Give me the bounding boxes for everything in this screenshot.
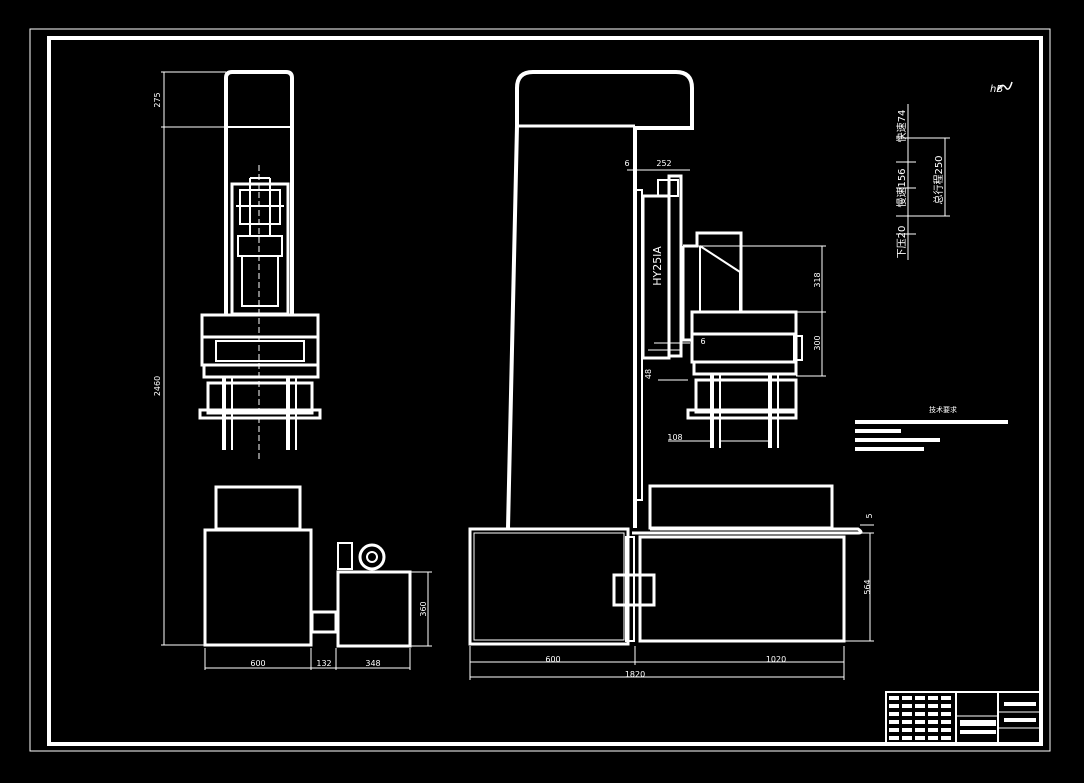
title-block-cell [889,704,899,708]
title-block-cell [915,704,925,708]
dim-side-top: 275 [153,92,162,107]
control-box [612,573,656,607]
title-block-fills [960,702,1036,734]
title-block-cells [889,696,951,740]
title-block [885,691,1042,745]
dim-side-gap: 132 [316,659,331,668]
title-block-cell [889,712,899,716]
dim-564: 564 [863,579,872,594]
dim-252: 252 [656,159,671,168]
title-block-cell [928,696,938,700]
title-block-cell [902,720,912,724]
title-block-cell [915,728,925,732]
side-base [203,528,313,647]
dim-1820: 1820 [625,670,645,679]
title-block-cell [889,736,899,740]
base-top-right [648,484,834,530]
title-block-cell [915,720,925,724]
model-label: HY25lA [651,246,664,286]
stroke-label-fast: 快速74 [896,110,908,143]
stroke-label-press: 下压20 [896,226,908,259]
title-block-cell [902,728,912,732]
stroke-label-slow: 慢速156 [896,168,908,207]
oil-tank [336,570,412,648]
dim-side-tank-w: 348 [365,659,380,668]
signature-stroke [997,81,1013,91]
base-left [468,527,630,646]
title-block-cell [928,712,938,716]
title-block-cell [928,720,938,724]
dim-1020: 1020 [766,655,786,664]
title-block-cell [902,696,912,700]
title-block-cell [941,704,951,708]
title-block-cell [915,736,925,740]
dim-side-base-w: 600 [250,659,265,668]
dim-side-tank-h: 360 [419,601,428,616]
front-column [506,70,694,529]
title-block-cell [889,696,899,700]
dim-5: 5 [865,513,874,518]
inner-border [47,36,1043,746]
title-block-cell [941,736,951,740]
title-block-cell [941,720,951,724]
signature: hB [990,84,1003,95]
title-block-cell [902,736,912,740]
side-view [161,70,432,670]
title-block-cell [928,704,938,708]
title-block-cell [915,696,925,700]
dim-48: 48 [644,369,653,379]
title-block-cell [889,720,899,724]
title-block-cell [902,704,912,708]
tech-req-lines [855,420,1008,451]
dim-300: 300 [813,335,822,350]
title-block-cell [928,736,938,740]
dim-600: 600 [545,655,560,664]
title-block-cell [928,728,938,732]
title-block-cell [889,728,899,732]
dim-318: 318 [813,272,822,287]
title-block-cell [941,712,951,716]
front-view [468,70,874,680]
dim-side-total: 2460 [153,376,162,396]
side-column [224,70,294,314]
dim-6-top: 6 [624,159,629,168]
title-block-cell [915,712,925,716]
tech-req-title: 技术要求 [929,405,957,414]
title-block-cell [941,696,951,700]
base-right [638,535,846,643]
outer-border [29,28,1051,752]
side-base-top [214,485,302,531]
dim-6-mid: 6 [700,337,705,346]
dim-108: 108 [667,433,682,442]
title-block-cell [941,728,951,732]
title-block-cell [902,712,912,716]
stroke-label-total: 总行程250 [932,155,945,204]
stroke-diagram [896,104,950,260]
